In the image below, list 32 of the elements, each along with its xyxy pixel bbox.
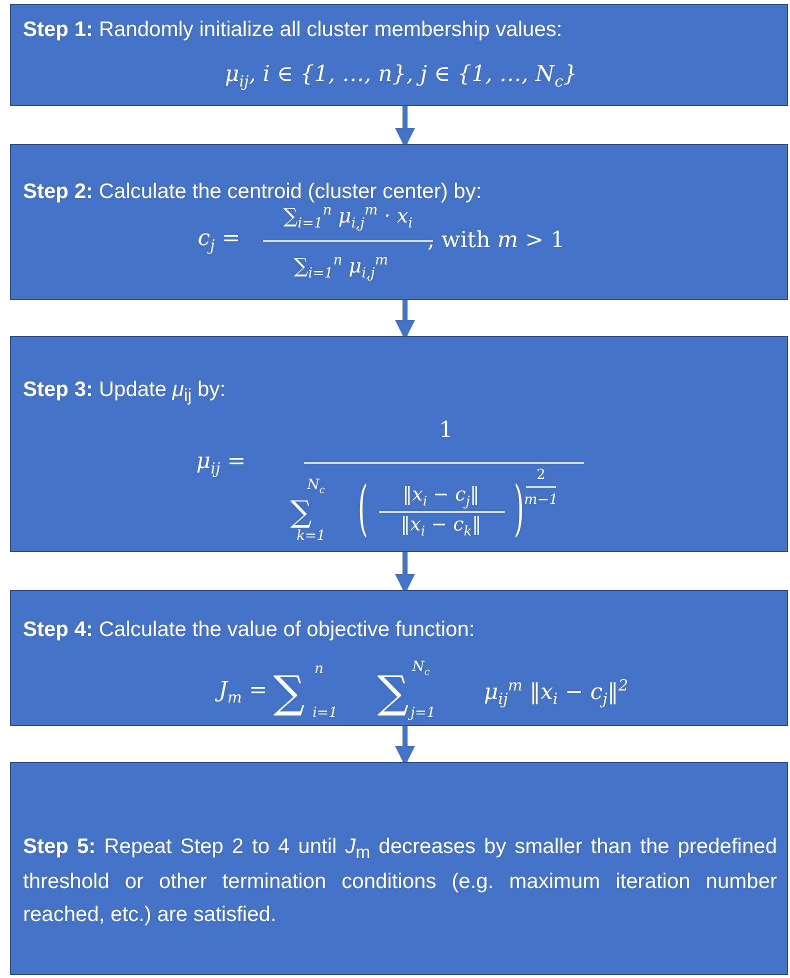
formula-text: ∑ bbox=[290, 498, 312, 528]
step-text: Step 2: Calculate the centroid (cluster center) by: bbox=[23, 179, 483, 205]
formula-text: , with m > 1 bbox=[427, 230, 565, 252]
formula-text: ‖x$_{i}$ − c$_{k}$‖ bbox=[400, 515, 482, 539]
formula-text: m−1 bbox=[524, 493, 558, 507]
formula-text: μ$_{ij}$$^{m}$ ‖x$_{i}$ − c$_{j}$‖$^{2}$ bbox=[484, 678, 628, 708]
step-text: Step 1: Randomly initialize all cluster membership values: bbox=[23, 17, 564, 43]
formula-text: ∑ bbox=[377, 671, 409, 715]
formula-text: μ$_{ij}$, i ∈ {1, …, n}, j ∈ {1, …, N$_{c}$} bbox=[224, 64, 578, 90]
formula-text: i=1 bbox=[312, 706, 338, 720]
formula-text: N$_{c}$ bbox=[307, 478, 325, 496]
formula-text: N$_{c}$ bbox=[412, 660, 430, 678]
formula-text: ( bbox=[358, 480, 368, 540]
step-text: Step 4: Calculate the value of objective function: bbox=[23, 617, 476, 643]
formula-text: 2 bbox=[536, 468, 546, 482]
formula-text: ‖x$_{i}$ − c$_{j}$‖ bbox=[402, 485, 480, 509]
formula-text: j=1 bbox=[410, 706, 436, 720]
formula-text: n bbox=[314, 662, 324, 676]
formula-text: ) bbox=[514, 480, 524, 540]
process-box bbox=[10, 336, 788, 552]
formula-text: c$_{j}$ = bbox=[198, 228, 240, 254]
step-text: Step 3: Update μ$_{ij}$ by: bbox=[23, 377, 227, 408]
process-box bbox=[10, 590, 788, 726]
formula-text: 1 bbox=[439, 420, 453, 442]
formula-text: μ$_{ij}$ = bbox=[196, 451, 246, 477]
step-text: Step 5: Repeat Step 2 to 4 until J$_{m}$ decreases by smaller than the predefined threshold or other termination conditions (e.g. maximum iteration number reached, etc.) are satisfied. bbox=[23, 834, 777, 928]
process-box bbox=[10, 4, 788, 106]
process-box bbox=[10, 144, 788, 300]
formula-text: ∑ bbox=[273, 671, 305, 715]
formula-text: ∑$_{i=1}$$^{n}$ μ$_{i,j}$$^{m}$ · x$_{i}$ bbox=[283, 204, 413, 230]
formula-text: k=1 bbox=[296, 529, 326, 543]
process-box bbox=[10, 762, 788, 975]
